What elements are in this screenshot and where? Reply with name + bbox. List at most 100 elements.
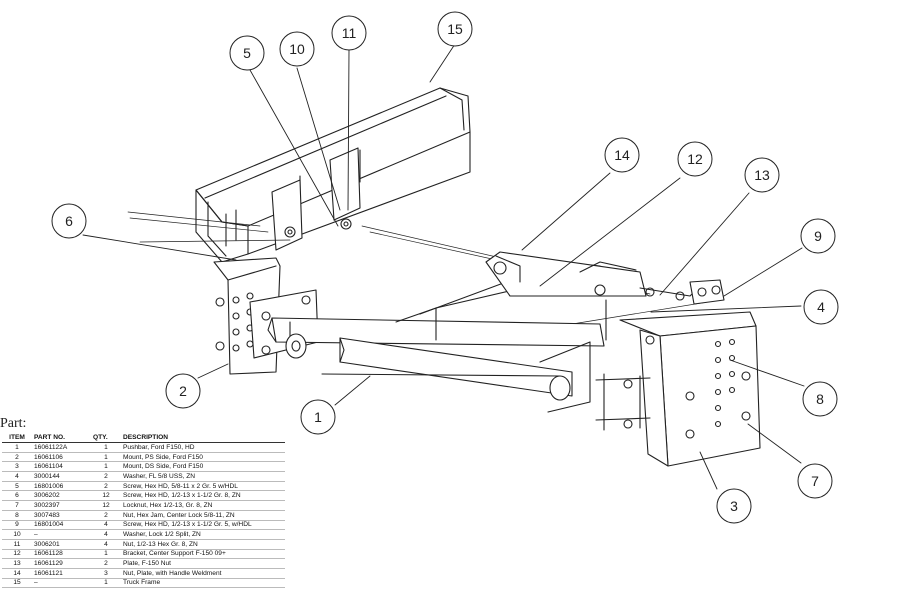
center-support-bracket — [485, 251, 701, 341]
item-cell: 3 — [2, 461, 32, 473]
item-cell: 13 — [2, 558, 32, 569]
callout-8: 8 — [802, 381, 838, 417]
header-qty: QTY. — [91, 433, 121, 443]
description-cell: Nut, Hex Jam, Center Lock 5/8-11, ZN — [121, 510, 285, 521]
svg-text:12: 12 — [687, 151, 703, 167]
item-cell: 4 — [2, 471, 32, 482]
item-cell: 12 — [2, 549, 32, 560]
description-cell: Screw, Hex HD, 1/2-13 x 1-1/2 Gr. 5, w/H… — [121, 520, 285, 531]
item-cell: 14 — [2, 568, 32, 579]
callout-leaders — [82, 43, 805, 490]
item-cell: 5 — [2, 481, 32, 492]
description-cell: Locknut, Hex 1/2-13, Gr. 8, ZN — [121, 500, 285, 511]
header-part-no: PART NO. — [32, 433, 91, 443]
item-cell: 10 — [2, 529, 32, 540]
callout-14: 14 — [604, 137, 640, 173]
parts-heading: Part: — [0, 416, 27, 431]
qty-cell: 1 — [91, 442, 121, 453]
description-cell: Truck Frame — [121, 578, 285, 589]
mount-ds-side — [595, 279, 761, 467]
callout-12: 12 — [677, 141, 713, 177]
svg-text:2: 2 — [179, 383, 187, 399]
mount-ps-side — [213, 257, 319, 375]
description-cell: Washer, FL 5/8 USS, ZN — [121, 471, 285, 482]
qty-cell: 2 — [91, 510, 121, 521]
callout-9: 9 — [800, 218, 836, 254]
description-cell: Nut, Plate, with Handle Weldment — [121, 568, 285, 579]
callout-5: 5 — [229, 35, 265, 71]
pushbar — [267, 261, 605, 413]
item-cell: 15 — [2, 578, 32, 589]
callout-7: 7 — [797, 463, 833, 499]
description-cell: Mount, DS Side, Ford F150 — [121, 461, 285, 473]
part-no-cell: 16061106 — [32, 452, 91, 463]
svg-text:7: 7 — [811, 473, 819, 489]
header-description: DESCRIPTION — [121, 433, 285, 443]
part-no-cell: 3002397 — [32, 500, 91, 511]
part-no-cell: 3006201 — [32, 539, 91, 550]
part-no-cell: 16061122A — [32, 442, 91, 453]
svg-text:4: 4 — [817, 299, 825, 315]
svg-text:3: 3 — [730, 498, 738, 514]
callout-10: 10 — [279, 31, 315, 67]
qty-cell: 1 — [91, 578, 121, 589]
svg-text:1: 1 — [314, 409, 322, 425]
qty-cell: 4 — [91, 539, 121, 550]
part-no-cell: 16801006 — [32, 481, 91, 492]
part-no-cell: – — [32, 578, 91, 589]
callout-6: 6 — [51, 203, 87, 239]
svg-text:11: 11 — [342, 25, 357, 41]
description-cell: Mount, PS Side, Ford F150 — [121, 452, 285, 463]
svg-text:8: 8 — [816, 391, 824, 407]
qty-cell: 4 — [91, 529, 121, 540]
qty-cell: 3 — [91, 568, 121, 579]
item-cell: 2 — [2, 452, 32, 463]
qty-cell: 2 — [91, 481, 121, 492]
item-cell: 8 — [2, 510, 32, 521]
qty-cell: 1 — [91, 461, 121, 473]
svg-text:10: 10 — [289, 41, 305, 57]
qty-cell: 12 — [91, 490, 121, 502]
callout-15: 15 — [437, 11, 473, 47]
part-no-cell: 3006202 — [32, 490, 91, 502]
part-no-cell: 16801004 — [32, 520, 91, 531]
header-item: ITEM — [2, 433, 32, 443]
part-no-cell: 16061128 — [32, 549, 91, 560]
description-cell: Plate, F-150 Nut — [121, 558, 285, 569]
qty-cell: 1 — [91, 452, 121, 463]
description-cell: Pushbar, Ford F150, HD — [121, 442, 285, 453]
svg-text:9: 9 — [814, 228, 822, 244]
item-cell: 9 — [2, 520, 32, 531]
svg-text:14: 14 — [614, 147, 630, 163]
part-no-cell: 16061104 — [32, 461, 91, 473]
callout-3: 3 — [716, 488, 752, 524]
qty-cell: 4 — [91, 520, 121, 531]
callout-2: 2 — [165, 373, 201, 409]
callout-13: 13 — [744, 157, 780, 193]
item-cell: 1 — [2, 442, 32, 453]
item-cell: 11 — [2, 539, 32, 550]
callout-bubbles: 15 11 10 5 6 14 12 13 9 4 8 7 3 2 1 — [51, 11, 839, 524]
part-no-cell: 16061121 — [32, 568, 91, 579]
description-cell: Bracket, Center Support F-150 09+ — [121, 549, 285, 560]
item-cell: 7 — [2, 500, 32, 511]
svg-text:15: 15 — [447, 21, 463, 37]
svg-text:5: 5 — [243, 45, 251, 61]
